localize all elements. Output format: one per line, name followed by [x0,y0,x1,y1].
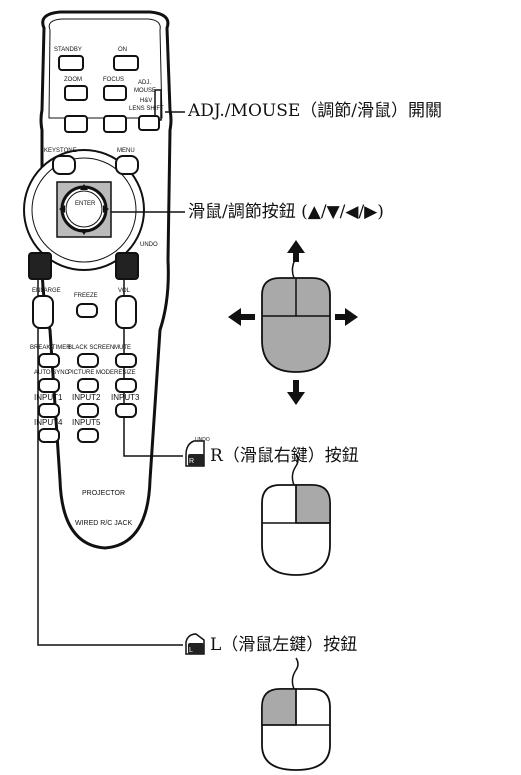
mouse-adjust-buttons-callout: 滑鼠/調節按鈕 (▲/▼/◀/▶) [188,202,384,222]
black-screen-label: BLACK SCREEN [68,345,115,351]
picture-mode-button[interactable] [77,378,99,393]
keystone-label: KEYSTONE [44,148,77,154]
input3-button[interactable] [115,403,137,418]
resize-button[interactable] [115,378,137,393]
focus-plus-button[interactable] [103,85,127,101]
vol-button[interactable] [115,295,137,329]
black-screen-button[interactable] [77,353,99,368]
lens-shift-label: LENS SHIFT [129,106,164,112]
l-button-callout: L（滑鼠左鍵）按鈕 [210,635,358,655]
enlarge-label: ENLARGE [32,288,61,294]
input4-label: INPUT4 [34,418,63,427]
zoom-label: ZOOM [64,77,82,83]
undo-label: UNDO [140,242,158,248]
pad-ring-inner [31,157,137,263]
focus-label: FOCUS [103,77,124,83]
break-timer-button[interactable] [38,353,60,368]
menu-label: MENU [117,148,135,154]
wired-rc-jack-label: WIRED R/C JACK [75,520,133,527]
zoom-minus-button[interactable] [64,115,88,133]
undo-icon-label: UNDO [195,437,210,443]
arrow-left [228,308,255,326]
adj-mouse-switch-callout: ADJ./MOUSE（調節/滑鼠）開關 [188,101,442,121]
input1-button[interactable] [38,403,60,418]
l-button-icon: L [185,633,205,655]
svg-text:L: L [189,647,193,654]
input5-button[interactable] [77,428,99,443]
input2-label: INPUT2 [72,393,101,402]
mute-label: MUTE [114,345,131,351]
r-button-icon: R [185,440,205,467]
zoom-plus-button[interactable] [64,85,88,101]
enter-label: ENTER [75,201,96,207]
freeze-label: FREEZE [74,293,98,299]
freeze-button[interactable] [76,303,98,318]
svg-text:R: R [189,458,194,465]
adj-label: ADJ. [138,80,152,86]
enlarge-button[interactable] [32,295,54,329]
auto-sync-label: AUTO SYNC [34,370,69,376]
mute-button[interactable] [115,353,137,368]
standby-button[interactable] [58,55,84,71]
arrow-up [287,240,305,262]
focus-minus-button[interactable] [103,115,127,133]
input2-button[interactable] [77,403,99,418]
vol-label: VOL [118,288,131,294]
menu-button[interactable] [115,155,139,175]
input3-label: INPUT3 [111,393,140,402]
break-timer-label: BREAK TIMER [30,345,71,351]
auto-sync-button[interactable] [38,378,60,393]
arrow-down [287,380,305,405]
lens-shift-button[interactable] [138,115,160,131]
on-label: ON [118,47,127,53]
input5-label: INPUT5 [72,418,101,427]
keystone-button[interactable] [52,155,76,175]
input4-button[interactable] [38,428,60,443]
r-button-callout: R（滑鼠右鍵）按鈕 [210,446,359,466]
input1-label: INPUT1 [34,393,63,402]
l-button[interactable] [28,252,52,280]
r-button[interactable] [115,252,139,280]
picture-mode-label: PICTURE MODE [68,370,115,376]
mouse-big [261,277,331,373]
remote-body [39,10,173,550]
standby-label: STANDBY [54,47,82,53]
arrow-right [335,308,358,326]
resize-label: RESIZE [114,370,136,376]
on-button[interactable] [113,55,139,71]
hv-label: H&V [140,98,153,104]
mouse-label: MOUSE [134,88,157,94]
projector-label: PROJECTOR [82,490,126,497]
